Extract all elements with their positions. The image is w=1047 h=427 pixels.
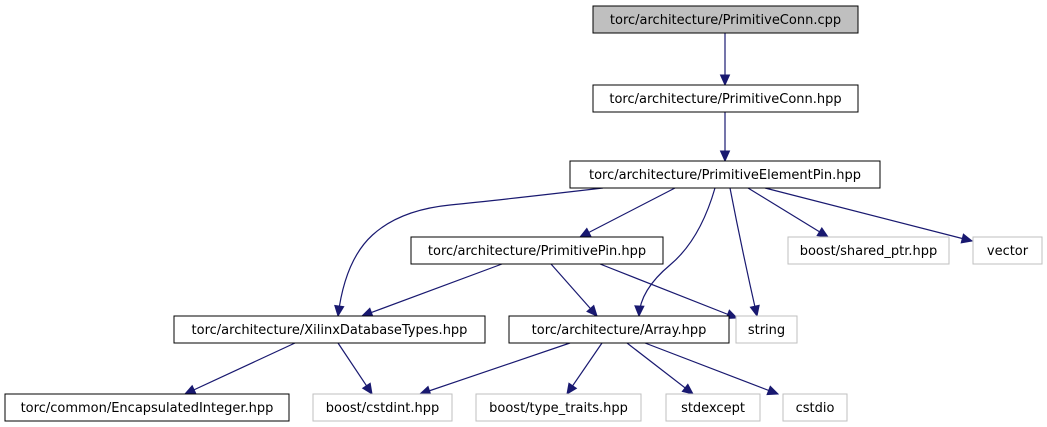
node-label: torc/architecture/Array.hpp: [532, 323, 707, 338]
arrowhead-icon: [586, 304, 598, 317]
nodes-layer: torc/architecture/PrimitiveConn.cpp torc/…: [4, 5, 1043, 422]
node-label: torc/architecture/PrimitiveConn.hpp: [609, 92, 841, 107]
node-box: [173, 315, 486, 344]
node-box: [4, 393, 290, 422]
node-box: [312, 393, 453, 422]
edge-line: [361, 263, 503, 317]
node-n3[interactable]: torc/architecture/PrimitivePin.hpp: [410, 236, 664, 265]
edge-n2-n6: [334, 187, 604, 318]
arrowhead-icon: [334, 304, 345, 318]
node-label: boost/cstdint.hpp: [326, 401, 440, 416]
node-box: [475, 393, 642, 422]
node-n2[interactable]: torc/architecture/PrimitiveElementPin.hp…: [569, 160, 881, 189]
arrowhead-icon: [361, 382, 373, 396]
node-n10: boost/cstdint.hpp: [312, 393, 453, 422]
edge-line: [638, 187, 716, 317]
edge-n1-n2: [719, 112, 731, 163]
node-n7[interactable]: torc/architecture/Array.hpp: [508, 315, 730, 344]
edge-n0-n1: [719, 33, 731, 87]
node-box: [735, 315, 798, 344]
edge-n2-n4: [747, 187, 830, 238]
arrowhead-icon: [566, 382, 578, 396]
arrowhead-icon: [766, 385, 780, 396]
node-box: [592, 5, 859, 34]
arrowhead-icon: [749, 304, 760, 318]
node-box: [569, 160, 881, 189]
edge-line: [579, 187, 676, 238]
edge-line: [764, 187, 973, 242]
edge-n2-n5: [764, 187, 974, 244]
node-label: torc/architecture/PrimitivePin.hpp: [428, 244, 646, 259]
edge-line: [550, 263, 598, 317]
node-n6[interactable]: torc/architecture/XilinxDatabaseTypes.hp…: [173, 315, 486, 344]
node-n9[interactable]: torc/common/EncapsulatedInteger.hpp: [4, 393, 290, 422]
node-label: torc/architecture/PrimitiveElementPin.hp…: [589, 168, 861, 183]
node-n5: vector: [972, 236, 1043, 265]
arrowhead-icon: [816, 227, 830, 238]
node-label: cstdio: [796, 401, 835, 416]
node-label: stdexcept: [681, 401, 745, 416]
node-label: vector: [987, 244, 1029, 259]
node-n8: string: [735, 315, 798, 344]
node-label: torc/architecture/PrimitiveConn.cpp: [610, 13, 841, 28]
edge-n2-n8: [729, 187, 760, 318]
edge-line: [599, 263, 738, 319]
node-label: torc/common/EncapsulatedInteger.hpp: [21, 401, 274, 416]
node-n4: boost/shared_ptr.hpp: [787, 236, 950, 265]
node-box: [508, 315, 730, 344]
edge-line: [184, 342, 296, 395]
node-n12: stdexcept: [665, 393, 761, 422]
edge-n3-n6: [360, 263, 503, 318]
edge-line: [419, 342, 571, 395]
arrowhead-icon: [719, 74, 731, 87]
edge-line: [626, 342, 694, 395]
node-box: [410, 236, 664, 265]
edges-layer: [183, 33, 974, 396]
node-n13: cstdio: [782, 393, 848, 422]
arrowhead-icon: [681, 383, 694, 395]
edge-line: [729, 187, 758, 317]
arrowhead-icon: [719, 150, 731, 163]
node-box: [665, 393, 761, 422]
node-label: torc/architecture/XilinxDatabaseTypes.hp…: [192, 323, 468, 338]
edge-n2-n7: [634, 187, 716, 318]
node-box: [592, 84, 859, 113]
node-n11: boost/type_traits.hpp: [475, 393, 642, 422]
node-label: boost/shared_ptr.hpp: [800, 244, 938, 259]
node-box: [782, 393, 848, 422]
edge-n3-n8: [599, 263, 739, 320]
node-label: boost/type_traits.hpp: [489, 401, 628, 416]
edge-n2-n3: [578, 187, 676, 238]
arrowhead-icon: [960, 233, 974, 244]
edge-n6-n10: [337, 342, 373, 396]
edge-n3-n7: [550, 263, 598, 317]
edge-n7-n12: [626, 342, 694, 395]
node-label: string: [748, 323, 785, 338]
edge-line: [337, 187, 604, 317]
arrowhead-icon: [634, 305, 645, 318]
node-n0[interactable]: torc/architecture/PrimitiveConn.cpp: [592, 5, 859, 34]
edge-n7-n13: [644, 342, 780, 396]
node-box: [787, 236, 950, 265]
edge-n6-n9: [183, 342, 296, 395]
arrowhead-icon: [578, 227, 592, 238]
edge-line: [747, 187, 829, 238]
node-n1[interactable]: torc/architecture/PrimitiveConn.hpp: [592, 84, 859, 113]
edge-n7-n11: [566, 342, 603, 396]
node-box: [972, 236, 1043, 265]
arrowhead-icon: [183, 384, 197, 395]
edge-line: [644, 342, 779, 395]
edge-n7-n10: [418, 342, 571, 396]
arrowhead-icon: [360, 307, 374, 318]
